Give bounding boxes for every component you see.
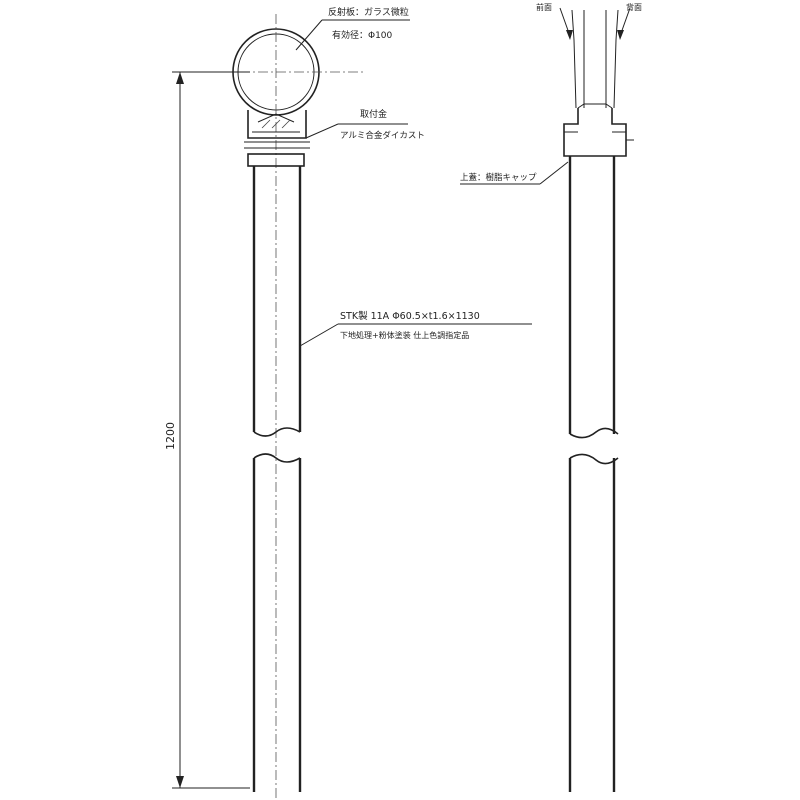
cap-label: 上蓋：樹脂キャップ: [460, 172, 537, 183]
bracket-leader: [305, 123, 408, 139]
side-view: 前面 背面 上蓋：樹脂キャップ: [460, 2, 642, 792]
mounting-bracket: [244, 110, 310, 149]
cap-leader: [460, 161, 569, 185]
pipe-label-line1: STK製 11A Φ60.5×t1.6×1130: [340, 310, 480, 322]
side-pipe-break: [569, 453, 619, 465]
pipe-label-line2: 下地処理+粉体塗装 仕上色調指定品: [340, 330, 469, 340]
overall-height-dimension: [172, 71, 250, 789]
dimension-text: 1200: [164, 422, 177, 450]
side-bracket: [563, 108, 634, 157]
bracket-label-line1: 取付金: [360, 108, 387, 120]
reflector-leader: [295, 19, 410, 51]
pipe-upper: [252, 166, 302, 437]
bracket-label-line2: アルミ合金ダイカスト: [340, 130, 425, 141]
top-arrows: [559, 7, 631, 40]
reflector-label-line1: 反射板：ガラス微粒: [328, 6, 409, 18]
reflector-label-line2: 有効径：Φ100: [332, 29, 393, 41]
pipe-lower: [252, 458, 302, 792]
side-top-label-right: 背面: [626, 2, 642, 12]
side-pipe-lower: [568, 458, 616, 792]
side-reflector: [571, 9, 619, 109]
pipe-leader: [299, 323, 532, 347]
side-top-label-left: 前面: [536, 2, 552, 12]
front-view: 1200 反射板：ガラス微粒 有効径：Φ100 取付金 アルミ合金ダイカスト S…: [164, 6, 532, 800]
pipe-collar: [247, 153, 305, 167]
pipe-break: [253, 453, 301, 463]
side-pipe-upper: [568, 156, 619, 439]
